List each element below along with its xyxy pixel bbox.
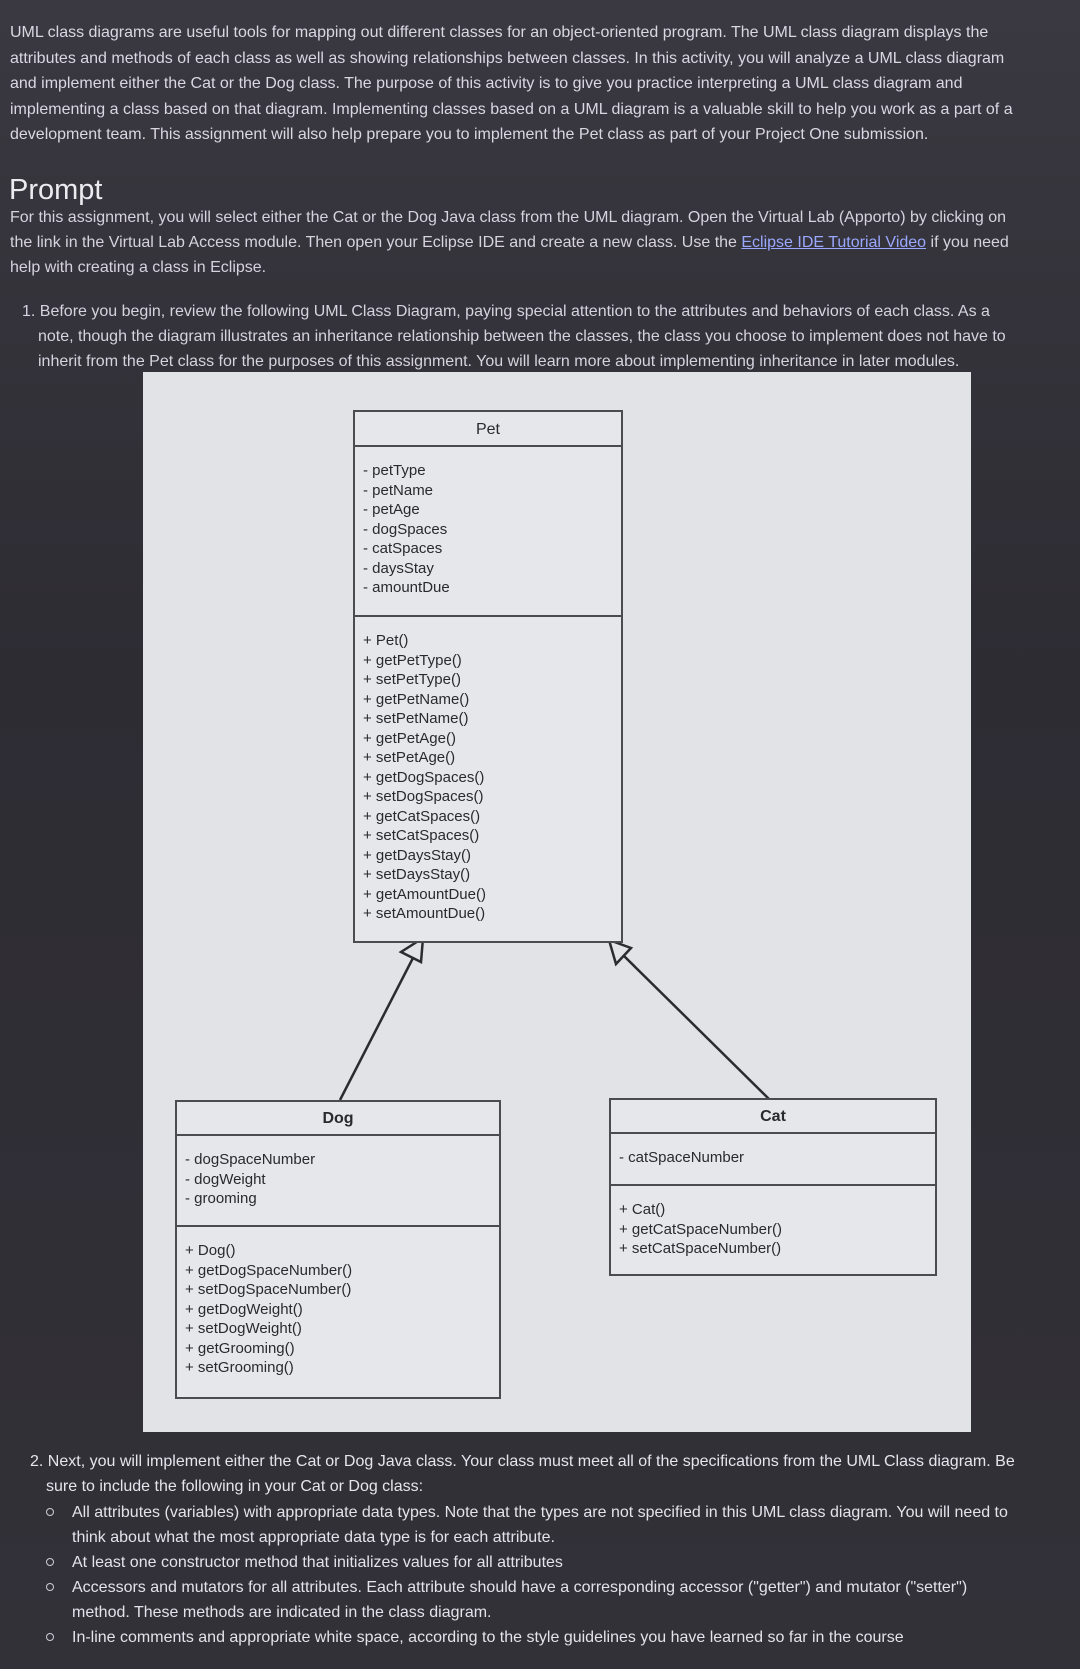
dog-inheritance-arrowhead [398,935,425,964]
dog-attribute: - grooming [185,1190,257,1207]
pet-methods-list: + Pet() + getPetType() + setPetType() + … [363,631,621,924]
pet-method: + setAmountDue() [363,905,486,922]
dog-methods-section: + Dog() + getDogSpaceNumber() + setDogSp… [177,1227,499,1397]
dog-method: + Dog() [185,1242,236,1259]
requirement-line: think about what the most appropriate da… [72,1529,555,1546]
dog-method: + getDogWeight() [185,1300,303,1318]
requirement-line: At least one constructor method that ini… [72,1554,563,1571]
pet-attribute: - petAge [363,501,420,518]
requirement-line: In-line comments and appropriate white s… [72,1629,904,1646]
requirement-item: In-line comments and appropriate white s… [46,1625,1056,1650]
pet-method: + getDaysStay() [363,846,471,864]
intro-paragraph: UML class diagrams are useful tools for … [10,20,1060,148]
requirement-line: method. These methods are indicated in t… [72,1604,492,1621]
pet-method: + setPetType() [363,671,461,688]
pet-attribute: - catSpaces [363,540,443,557]
dog-method: + setDogSpaceNumber() [185,1281,352,1298]
inheritance-arrows [338,935,771,1101]
pet-attribute: - amountDue [363,579,450,596]
step-1-line: note, though the diagram illustrates an … [38,328,1006,345]
dog-attribute: - dogWeight [185,1170,266,1188]
prompt-line: help with creating a class in Eclipse. [10,259,267,276]
dog-attribute: - dogSpaceNumber [185,1151,316,1168]
pet-methods-section: + Pet() + getPetType() + setPetType() + … [355,617,621,941]
pet-method: + setPetName() [363,710,469,727]
pet-method: + setDaysStay() [363,866,471,883]
cat-method: + getCatSpaceNumber() [619,1220,782,1238]
cat-attribute: - catSpaceNumber [619,1149,745,1166]
dog-methods-list: + Dog() + getDogSpaceNumber() + setDogSp… [185,1241,499,1378]
intro-line: attributes and methods of each class as … [10,49,1005,67]
pet-method: + getPetType() [363,651,462,669]
pet-class-box: Pet - petType - petName - petAge - dogSp… [353,410,623,943]
dog-method: + getDogSpaceNumber() [185,1261,353,1279]
cat-attributes-section: - catSpaceNumber [611,1134,935,1186]
dog-method: + getGrooming() [185,1339,295,1357]
requirements-list: All attributes (variables) with appropri… [46,1500,1056,1650]
requirement-item: All attributes (variables) with appropri… [46,1500,1056,1550]
dog-inheritance-line [338,955,416,1101]
prompt-paragraph: For this assignment, you will select eit… [10,205,1065,280]
cat-method: + Cat() [619,1201,666,1218]
dog-method: + setDogWeight() [185,1320,302,1337]
dog-method: + setGrooming() [185,1359,294,1376]
pet-method: + getPetAge() [363,729,456,747]
cat-class-name: Cat [611,1100,935,1134]
intro-line: development team. This assignment will a… [10,126,929,143]
pet-attribute: - petName [363,481,434,499]
cat-inheritance-arrowhead [607,937,634,967]
bullet-circle-icon [46,1508,54,1516]
dog-class-box: Dog - dogSpaceNumber - dogWeight - groom… [175,1100,501,1399]
dog-class-name: Dog [177,1102,499,1136]
requirement-item: At least one constructor method that ini… [46,1550,1056,1575]
cat-methods-list: + Cat() + getCatSpaceNumber() + setCatSp… [619,1200,935,1259]
pet-attribute: - petType [363,462,426,479]
intro-line: UML class diagrams are useful tools for … [10,24,989,41]
step-2-line: sure to include the following in your Ca… [46,1478,424,1495]
pet-method: + getDogSpaces() [363,768,485,786]
step-1-paragraph: 1. Before you begin, review the followin… [22,299,1062,374]
pet-attributes-list: - petType - petName - petAge - dogSpaces… [363,461,621,598]
step-1-line: inherit from the Pet class for the purpo… [38,353,960,370]
cat-method: + setCatSpaceNumber() [619,1240,782,1257]
cat-methods-section: + Cat() + getCatSpaceNumber() + setCatSp… [611,1186,935,1274]
pet-method: + getCatSpaces() [363,807,481,825]
prompt-line-text: if you need [926,234,1009,251]
uml-class-diagram: Pet - petType - petName - petAge - dogSp… [143,372,971,1432]
pet-method: + setCatSpaces() [363,827,480,844]
pet-method: + setPetAge() [363,749,456,766]
requirement-line: Accessors and mutators for all attribute… [72,1579,968,1596]
pet-attribute: - dogSpaces [363,520,448,538]
pet-method: + setDogSpaces() [363,788,484,805]
prompt-line: the link in the Virtual Lab Access modul… [10,230,1065,255]
cat-attributes-list: - catSpaceNumber [619,1148,935,1168]
prompt-line: For this assignment, you will select eit… [10,209,1007,226]
cat-inheritance-line [621,953,771,1101]
cat-class-box: Cat - catSpaceNumber + Cat() + getCatSpa… [609,1098,937,1276]
prompt-heading: Prompt [9,174,103,206]
pet-method: + Pet() [363,632,409,649]
pet-method: + getAmountDue() [363,885,486,903]
bullet-circle-icon [46,1558,54,1566]
step-2-paragraph: 2. Next, you will implement either the C… [30,1449,1070,1499]
dog-attributes-section: - dogSpaceNumber - dogWeight - grooming [177,1136,499,1227]
bullet-circle-icon [46,1583,54,1591]
intro-line: implementing a class based on that diagr… [10,100,1013,118]
pet-class-name: Pet [355,412,621,447]
requirement-line: All attributes (variables) with appropri… [72,1504,1008,1521]
dog-attributes-list: - dogSpaceNumber - dogWeight - grooming [185,1150,499,1209]
intro-line: and implement either the Cat or the Dog … [10,75,963,92]
pet-method: + getPetName() [363,690,470,708]
eclipse-tutorial-link[interactable]: Eclipse IDE Tutorial Video [741,234,927,251]
requirement-item: Accessors and mutators for all attribute… [46,1575,1056,1625]
step-1-line: 1. Before you begin, review the followin… [22,303,990,320]
step-2-line: 2. Next, you will implement either the C… [30,1453,1015,1470]
prompt-line-text: the link in the Virtual Lab Access modul… [10,234,742,251]
pet-attributes-section: - petType - petName - petAge - dogSpaces… [355,447,621,617]
bullet-circle-icon [46,1633,54,1641]
pet-attribute: - daysStay [363,559,434,577]
